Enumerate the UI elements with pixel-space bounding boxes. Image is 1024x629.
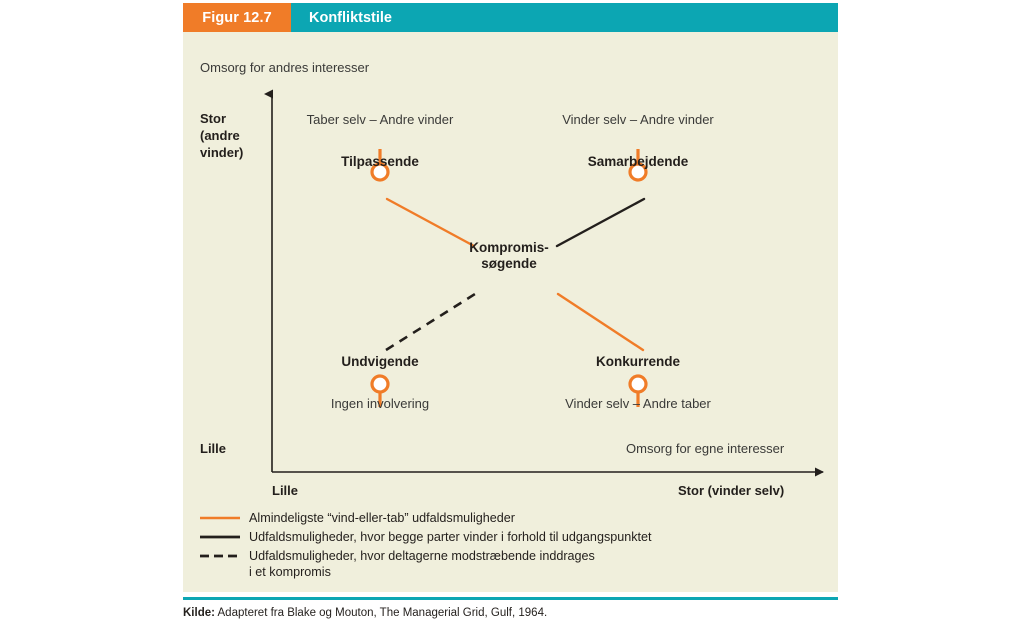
x-axis-right-label: Stor (vinder selv) bbox=[678, 483, 785, 498]
node-kompromis-soegende-title-line2: søgende bbox=[481, 256, 537, 271]
legend-swatch-black-solid-icon bbox=[200, 529, 240, 545]
figure-title: Konfliktstile bbox=[291, 3, 838, 32]
marker-konkurrende-icon bbox=[628, 374, 648, 407]
node-undvigende-outcome: Ingen involvering bbox=[330, 396, 430, 411]
figure-panel: Omsorg for andres interesser Stor (andre… bbox=[183, 32, 838, 592]
y-axis-title: Omsorg for andres interesser bbox=[200, 60, 370, 75]
y-axis-top-label: Stor (andre vinder) bbox=[200, 110, 243, 161]
figure-header-bar: Figur 12.7 Konfliktstile bbox=[183, 3, 838, 32]
marker-tilpassende-icon bbox=[370, 149, 390, 182]
node-undvigende: Undvigende Ingen involvering bbox=[265, 354, 495, 412]
chart-area: Omsorg for andres interesser Stor (andre… bbox=[183, 32, 838, 502]
source-text: Adapteret fra Blake og Mouton, The Manag… bbox=[214, 607, 548, 619]
legend-label-black-solid: Udfaldsmuligheder, hvor begge parter vin… bbox=[249, 530, 652, 544]
legend-item-black-solid: Udfaldsmuligheder, hvor begge parter vin… bbox=[200, 529, 820, 545]
x-axis-title: Omsorg for egne interesser bbox=[626, 441, 785, 456]
node-konkurrende-outcome: Vinder selv – Andre taber bbox=[565, 396, 711, 411]
connector-samarbejdende-kompromis bbox=[555, 197, 646, 248]
x-axis-left-label: Lille bbox=[272, 483, 299, 498]
legend-swatch-orange-solid-icon bbox=[200, 510, 240, 526]
node-tilpassende-marker-slot bbox=[265, 128, 495, 154]
connector-konkurrende-kompromis bbox=[556, 292, 645, 352]
source-citation: Kilde: Adapteret fra Blake og Mouton, Th… bbox=[183, 607, 547, 619]
node-samarbejdende-title: Samarbejdende bbox=[587, 154, 689, 169]
node-tilpassende: Taber selv – Andre vinder Tilpassende bbox=[265, 112, 495, 170]
marker-samarbejdende-icon bbox=[628, 149, 648, 182]
legend-label-black-dashed-line2: i et kompromis bbox=[249, 565, 331, 579]
node-samarbejdende: Vinder selv – Andre vinder Samarbejdende bbox=[523, 112, 753, 170]
footer-divider bbox=[183, 597, 838, 600]
node-samarbejdende-outcome: Vinder selv – Andre vinder bbox=[562, 112, 714, 127]
chart-legend: Almindeligste “vind-eller-tab” udfaldsmu… bbox=[200, 510, 820, 583]
node-konkurrende: Konkurrende Vinder selv – Andre taber bbox=[523, 354, 753, 412]
legend-item-black-dashed: Udfaldsmuligheder, hvor deltagerne modst… bbox=[200, 548, 820, 580]
figure-number-tab: Figur 12.7 bbox=[183, 3, 291, 32]
node-tilpassende-title: Tilpassende bbox=[341, 154, 419, 169]
legend-swatch-black-dashed-icon bbox=[200, 548, 240, 564]
node-undvigende-title: Undvigende bbox=[341, 354, 419, 369]
node-undvigende-marker-slot bbox=[265, 370, 495, 396]
chart-svg bbox=[264, 89, 824, 477]
node-tilpassende-outcome: Taber selv – Andre vinder bbox=[306, 112, 454, 127]
y-axis-bottom-label: Lille bbox=[200, 441, 227, 456]
connector-tilpassende-kompromis bbox=[385, 197, 476, 248]
node-kompromis-soegende-title-line1: Kompromis- bbox=[469, 240, 549, 255]
marker-undvigende-icon bbox=[370, 374, 390, 407]
legend-label-black-dashed: Udfaldsmuligheder, hvor deltagerne modst… bbox=[249, 548, 595, 580]
y-axis-top-label-line2: (andre bbox=[200, 128, 240, 143]
y-axis-top-label-line3: vinder) bbox=[200, 145, 244, 160]
legend-item-orange-solid: Almindeligste “vind-eller-tab” udfaldsmu… bbox=[200, 510, 820, 526]
node-samarbejdende-marker-slot bbox=[523, 128, 753, 154]
y-axis-top-label-line1: Stor bbox=[200, 111, 226, 126]
node-kompromis-soegende: Kompromis- søgende bbox=[419, 240, 599, 272]
legend-label-orange-solid: Almindeligste “vind-eller-tab” udfaldsmu… bbox=[249, 511, 515, 525]
node-konkurrende-title: Konkurrende bbox=[595, 354, 680, 369]
legend-label-black-dashed-line1: Udfaldsmuligheder, hvor deltagerne modst… bbox=[249, 549, 595, 563]
source-label: Kilde: bbox=[183, 607, 215, 619]
connector-undvigende-kompromis bbox=[385, 292, 476, 352]
node-konkurrende-marker-slot bbox=[523, 370, 753, 396]
